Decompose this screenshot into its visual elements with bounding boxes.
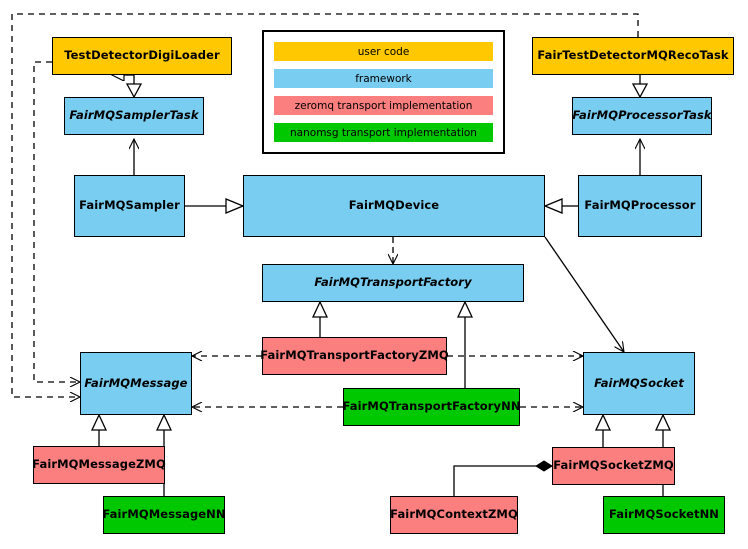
class-node-fairmqsampler[interactable]: FairMQSampler <box>74 175 185 237</box>
legend-label: user code <box>357 45 410 58</box>
legend-item-nanomsg: nanomsg transport implementation <box>274 123 493 142</box>
class-node-fairmqmessage[interactable]: FairMQMessage <box>80 352 192 415</box>
arrowhead-generalization <box>456 300 474 318</box>
legend: user code framework zeromq transport imp… <box>262 30 505 154</box>
arrowhead-generalization <box>225 198 245 214</box>
class-node-testdetectordigiloader[interactable]: TestDetectorDigiLoader <box>52 37 232 75</box>
arrowhead-generalization <box>311 300 329 318</box>
class-node-fairmqcontextzmq[interactable]: FairMQContextZMQ <box>390 496 518 534</box>
class-node-fairmqsamplertask[interactable]: FairMQSamplerTask <box>64 97 204 135</box>
class-node-fairmqmessagenn[interactable]: FairMQMessageNN <box>102 496 226 534</box>
class-node-fairmqdevice[interactable]: FairMQDevice <box>243 175 545 237</box>
class-node-fairmqprocessortask[interactable]: FairMQProcessorTask <box>572 97 712 135</box>
arrowhead-generalization <box>594 413 612 431</box>
class-node-fairmqprocessor[interactable]: FairMQProcessor <box>578 175 702 237</box>
legend-label: zeromq transport implementation <box>294 99 473 112</box>
edge-contextzmq-socketzmq <box>453 466 552 496</box>
arrowhead-generalization <box>654 413 672 431</box>
class-node-fairtestdetectormqrecotask[interactable]: FairTestDetectorMQRecoTask <box>532 37 734 75</box>
legend-item-user-code: user code <box>274 42 493 61</box>
edge-digiloader-message <box>33 61 80 382</box>
edge-device-socket <box>544 236 624 352</box>
class-node-fairmqtransportfactorynn[interactable]: FairMQTransportFactoryNN <box>342 388 520 426</box>
class-node-fairmqsocketnn[interactable]: FairMQSocketNN <box>603 496 725 534</box>
arrowhead-generalization <box>631 83 649 99</box>
arrowhead-generalization <box>543 198 563 214</box>
arrowhead-generalization <box>155 413 173 431</box>
legend-label: nanomsg transport implementation <box>290 126 477 139</box>
class-node-fairmqmessagezmq[interactable]: FairMQMessageZMQ <box>32 446 166 484</box>
edge-recotask-message <box>11 13 639 397</box>
legend-item-framework: framework <box>274 69 493 88</box>
class-node-fairmqtransportfactoryzmq[interactable]: FairMQTransportFactoryZMQ <box>260 337 449 375</box>
legend-item-zeromq: zeromq transport implementation <box>274 96 493 115</box>
class-node-fairmqtransportfactory[interactable]: FairMQTransportFactory <box>262 264 524 302</box>
arrowhead-generalization <box>90 413 108 431</box>
class-node-fairmqsocket[interactable]: FairMQSocket <box>583 352 695 415</box>
class-node-fairmqsocketzmq[interactable]: FairMQSocketZMQ <box>552 447 675 485</box>
legend-label: framework <box>355 72 412 85</box>
arrowhead-generalization <box>125 83 143 99</box>
